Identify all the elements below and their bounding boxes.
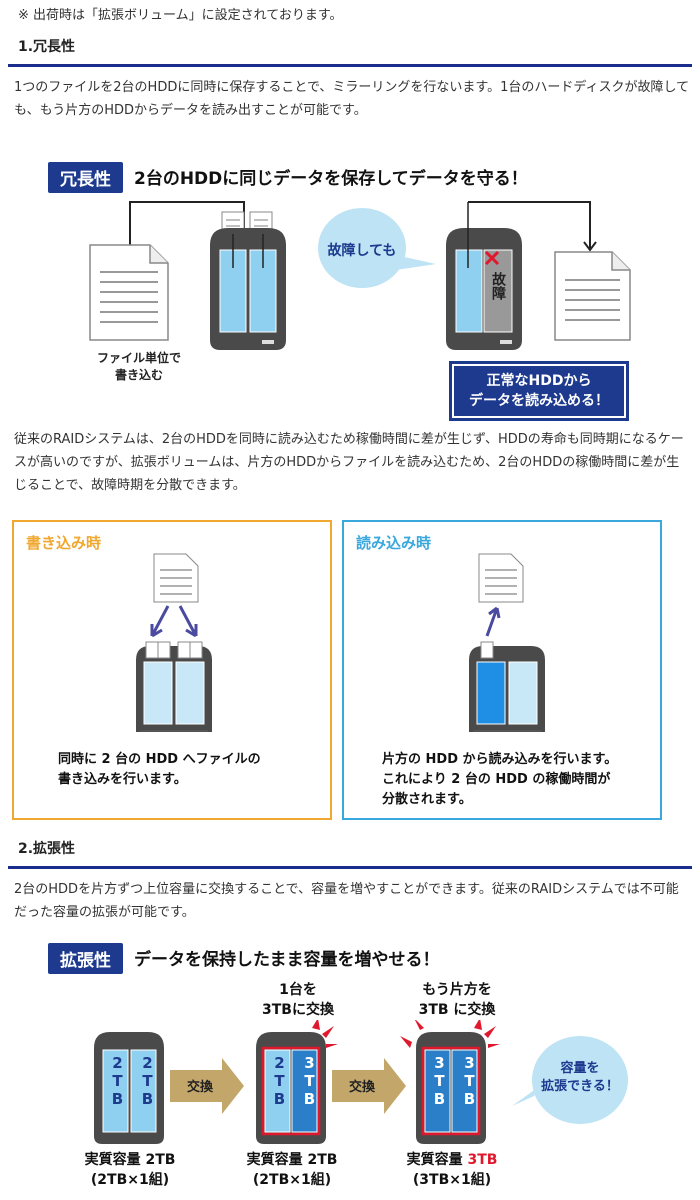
step3-top-caption: もう片方を 3TB に交換 — [418, 982, 496, 1018]
file-icon — [89, 244, 169, 341]
exchange-label-1: 交換 — [186, 1080, 213, 1095]
redundancy-badge: 冗長性 — [48, 162, 123, 193]
shipping-note: ※ 出荷時は「拡張ボリューム」に設定されております。 — [18, 8, 343, 23]
broken-label: 故障 — [490, 272, 506, 300]
file-icon — [478, 553, 524, 603]
hdd-icon — [136, 641, 212, 732]
hdd2-labels: 2TB 3TB — [270, 1054, 319, 1108]
arrow-up-icon — [485, 606, 501, 637]
read-box: 読み込み時 片方の HDD から読み込みを行います。 これにより 2 台の HD… — [342, 520, 662, 820]
hdd-3tb-icon — [400, 1020, 500, 1144]
file-caption: ファイル単位で 書き込む — [96, 351, 181, 382]
section2-rule — [8, 866, 692, 869]
write-box-text: 同時に 2 台の HDD へファイルの 書き込みを行います。 — [58, 752, 261, 787]
read-box-text: 片方の HDD から読み込みを行います。 これにより 2 台の HDD の稼働時… — [382, 752, 618, 807]
speech-bubble — [512, 1036, 628, 1124]
arrow-right-icon — [170, 1058, 244, 1114]
hdd1-labels: 2TB 2TB — [108, 1054, 157, 1108]
expand-title: データを保持したまま容量を増やせる！ — [134, 950, 440, 970]
section1-heading: 1.冗長性 — [18, 39, 76, 55]
read-illustration — [469, 553, 545, 732]
read-box-title: 読み込み時 — [356, 534, 432, 552]
hdd-icon — [469, 641, 545, 732]
section2-heading: 2.拡張性 — [18, 841, 76, 857]
arrow-down-right-icon — [178, 605, 198, 638]
hdd-icon — [210, 228, 286, 350]
capacity-caption-2: 実質容量 2TB (2TB×1組) — [246, 1152, 338, 1188]
error-x-icon — [484, 250, 500, 266]
redundancy-title: 2台のHDDに同じデータを保存してデータを守る！ — [134, 169, 528, 189]
file-icon-right — [554, 251, 631, 341]
raid-paragraph: 従来のRAIDシステムは、2台のHDDを同時に読み込むため稼働時間に差が生じず、… — [14, 432, 684, 493]
expand-diagram — [94, 1020, 628, 1144]
file-icon — [153, 553, 199, 603]
expand-badge: 拡張性 — [48, 943, 123, 974]
expand-bubble-text: 容量を 拡張できる！ — [541, 1061, 619, 1094]
step2-top-caption: 1台を 3TBに交換 — [262, 982, 334, 1018]
arrow-down-left-icon — [150, 605, 170, 638]
arrow-right-icon — [332, 1058, 406, 1114]
exchange-label-2: 交換 — [348, 1080, 375, 1095]
write-box: 書き込み時 同時に 2 台の HDD へファイルの 書き込みを行います。 — [12, 520, 332, 820]
section1-rule — [8, 64, 692, 67]
broken-hdd-icon — [446, 202, 522, 350]
hdd3-labels: 3TB 3TB — [430, 1054, 479, 1108]
result-banner: 正常なHDDから データを読み込める！ — [449, 361, 629, 421]
section1-paragraph: 1つのファイルを2台のHDDに同時に保存することで、ミラーリングを行ないます。1… — [14, 80, 690, 118]
write-box-title: 書き込み時 — [26, 534, 102, 552]
capacity-caption-3: 実質容量 3TB (3TB×1組) — [406, 1152, 498, 1188]
section2-paragraph: 2台のHDDを片方ずつ上位容量に交換することで、容量を増やすことができます。従来… — [14, 882, 679, 920]
hdd-2tb-icon — [94, 1032, 164, 1144]
write-illustration — [136, 553, 212, 732]
capacity-caption-1: 実質容量 2TB (2TB×1組) — [84, 1152, 176, 1188]
speech-bubble — [318, 208, 436, 288]
redundancy-diagram — [89, 201, 631, 350]
hdd-mixed-icon — [256, 1020, 338, 1144]
bubble-text: 故障しても — [327, 243, 397, 259]
